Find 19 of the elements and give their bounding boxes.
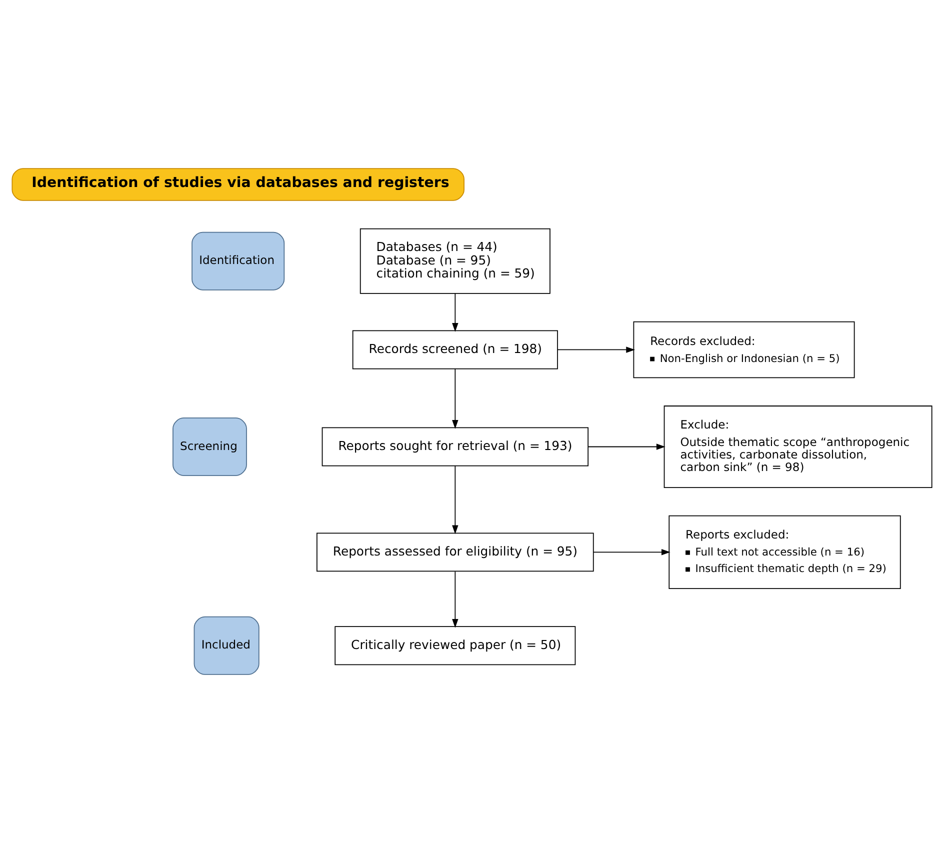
node-box: Identification <box>192 231 285 290</box>
arrow <box>557 346 635 352</box>
arrow <box>593 548 670 555</box>
node-box: Databases (n = 44) Database (n = 95) citation chaining (n = 59) <box>360 228 550 294</box>
arrow <box>452 368 458 428</box>
arrow <box>452 465 458 534</box>
node-box: Screening <box>172 417 247 476</box>
node-box: Reports excluded: Full text not accessible (n = 16) Insufficient thematic depth (n = 29) <box>668 514 901 588</box>
node-box: Identification of studies via databases and registers <box>12 168 464 200</box>
node-box: Reports sought for retrieval (n = 193) <box>322 426 588 466</box>
node-box: Included <box>194 616 260 674</box>
arrow <box>452 292 458 332</box>
node-box: Critically reviewed paper (n = 50) <box>334 626 576 665</box>
arrow <box>588 443 666 450</box>
node-box: Records excluded: Non-English or Indonesian (n = 5) <box>633 320 855 378</box>
node-box: Records screened (n = 198) <box>352 330 558 369</box>
node-box: Exclude: Outside thematic scope “anthropogenic activities, carbonate dissolution, carbon sink” (n = 98) <box>664 405 932 488</box>
node-box: Reports assessed for eligibility (n = 95) <box>316 532 594 572</box>
arrow <box>452 570 458 628</box>
